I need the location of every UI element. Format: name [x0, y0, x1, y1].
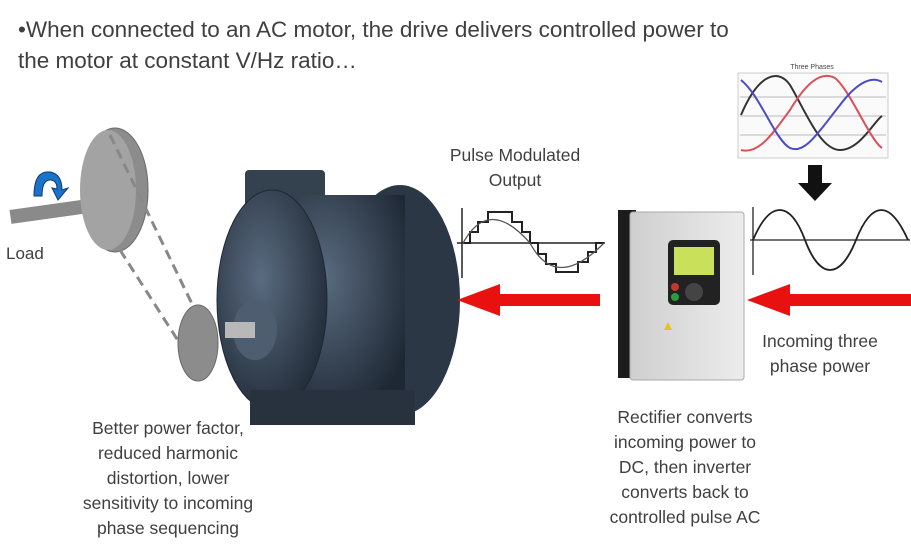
incoming-label-line-1: Incoming three — [762, 331, 878, 351]
title-line-1: •When connected to an AC motor, the driv… — [18, 17, 729, 42]
pulse-label-line-1: Pulse Modulated — [449, 145, 581, 165]
arrow-to-motor-icon — [457, 284, 600, 316]
rotation-arrow-icon — [33, 171, 70, 201]
rectifier-line: DC, then inverter — [618, 457, 752, 477]
rectifier-line: Rectifier converts — [617, 407, 753, 427]
benefits-line: Better power factor, — [92, 418, 244, 438]
incoming-sine-graph — [750, 207, 910, 275]
ac-motor — [216, 170, 460, 425]
pulse-label-line-2: Output — [488, 170, 542, 190]
pulse-modulated-output-label: Pulse Modulated Output — [420, 143, 610, 193]
incoming-label-line-2: phase power — [769, 356, 871, 376]
benefits-line: reduced harmonic — [97, 443, 239, 463]
load-assembly — [9, 127, 219, 382]
rectifier-line: converts back to — [621, 482, 749, 502]
load-label: Load — [6, 244, 44, 263]
incoming-power-label: Incoming three phase power — [735, 329, 905, 379]
rectifier-line: incoming power to — [613, 432, 757, 452]
variable-frequency-drive — [618, 210, 745, 381]
three-phases-chart-title: Three Phases — [790, 64, 834, 71]
pulse-output-graph — [457, 208, 605, 278]
slide-title: •When connected to an AC motor, the driv… — [18, 14, 898, 76]
benefits-line: distortion, lower — [106, 468, 230, 488]
three-phases-chart — [737, 72, 889, 159]
title-line-2: the motor at constant V/Hz ratio… — [18, 48, 357, 73]
arrow-to-drive-icon — [747, 284, 911, 316]
benefits-description: Better power factor, reduced harmonic di… — [50, 416, 286, 541]
down-arrow-icon — [798, 165, 832, 201]
benefits-line: phase sequencing — [96, 518, 240, 538]
rectifier-description: Rectifier converts incoming power to DC,… — [580, 405, 790, 530]
benefits-line: sensitivity to incoming — [82, 493, 254, 513]
rectifier-line: controlled pulse AC — [609, 507, 761, 527]
